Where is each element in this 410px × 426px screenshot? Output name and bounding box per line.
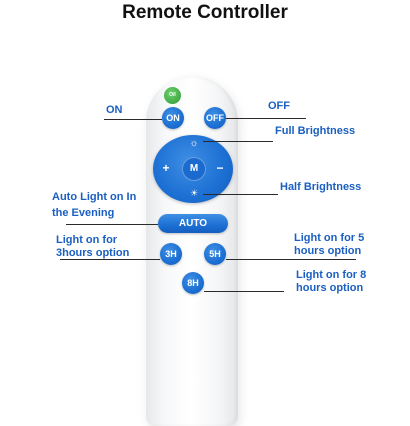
full-brightness-callout-line <box>203 141 273 142</box>
auto-callout-line-1: Auto Light on In <box>52 191 137 203</box>
timer-5h-button[interactable]: 5H <box>204 243 226 265</box>
on-callout-label: ON <box>106 104 123 116</box>
auto-callout-line <box>66 224 158 225</box>
half-brightness-callout-line <box>203 194 278 195</box>
power-indicator-button[interactable]: O/I <box>164 87 181 104</box>
full-brightness-callout-label: Full Brightness <box>275 125 356 137</box>
timer-5h-callout-line-1: Light on for 5 <box>294 232 365 244</box>
off-callout-label: OFF <box>268 100 290 112</box>
plus-button[interactable]: + <box>162 161 170 175</box>
mode-button[interactable]: M <box>182 157 206 181</box>
timer-8h-callout-line-1: Light on for 8 <box>296 269 367 281</box>
timer-5h-callout-line <box>226 259 356 260</box>
auto-callout-label: Auto Light on In the Evening <box>52 189 136 221</box>
on-callout-line <box>104 119 162 120</box>
page-title: Remote Controller <box>122 2 288 23</box>
timer-8h-callout-label: Light on for 8 hours option <box>296 269 366 295</box>
half-brightness-sun-icon[interactable]: ☀ <box>189 188 199 198</box>
timer-5h-callout-line-2: hours option <box>294 245 362 257</box>
auto-button[interactable]: AUTO <box>158 214 228 233</box>
timer-3h-callout-line <box>60 259 160 260</box>
timer-3h-callout-line-1: Light on for <box>56 234 118 246</box>
timer-3h-callout-line-2: 3hours option <box>56 247 130 259</box>
timer-8h-button[interactable]: 8H <box>182 272 204 294</box>
timer-8h-callout-line <box>204 291 284 292</box>
timer-3h-button[interactable]: 3H <box>160 243 182 265</box>
timer-5h-callout-label: Light on for 5 hours option <box>294 232 364 258</box>
off-button[interactable]: OFF <box>204 107 226 129</box>
auto-callout-line-2: the Evening <box>52 207 115 219</box>
timer-8h-callout-line-2: hours option <box>296 282 364 294</box>
timer-3h-callout-label: Light on for 3hours option <box>56 234 129 260</box>
half-brightness-callout-label: Half Brightness <box>280 181 362 193</box>
minus-button[interactable]: − <box>216 161 224 175</box>
on-button[interactable]: ON <box>162 107 184 129</box>
full-brightness-sun-icon[interactable]: ☼ <box>189 138 199 149</box>
off-callout-line <box>226 118 306 119</box>
